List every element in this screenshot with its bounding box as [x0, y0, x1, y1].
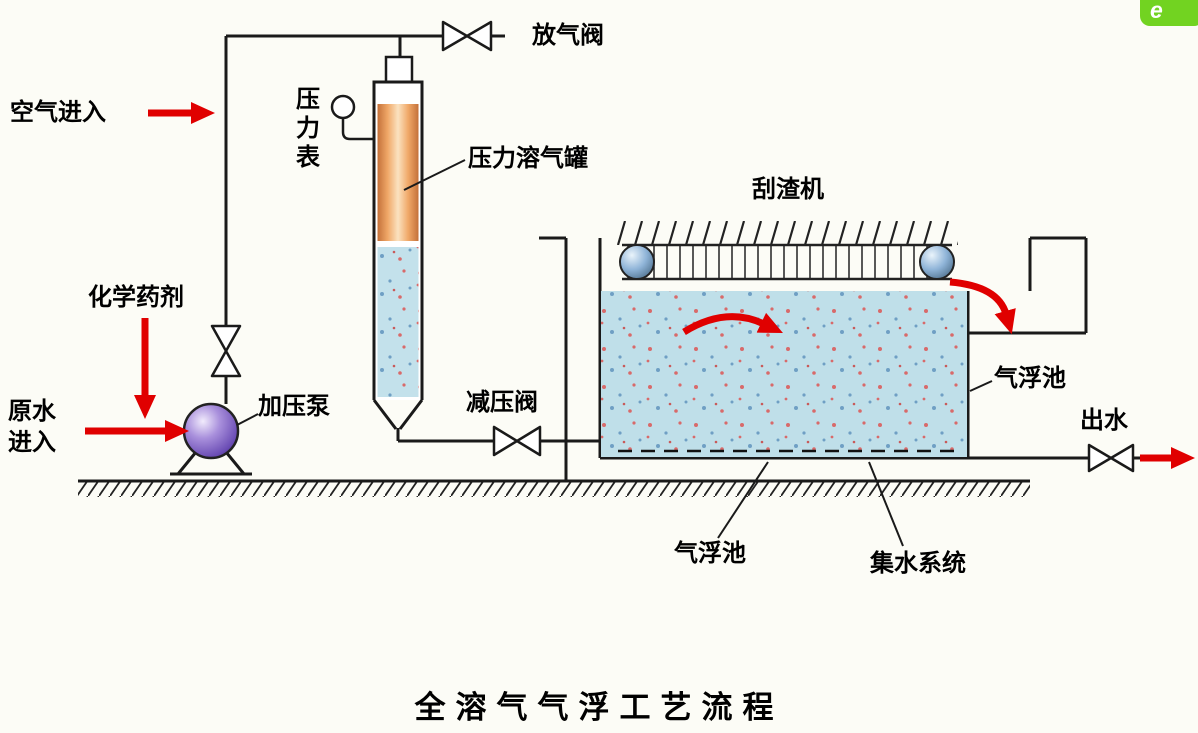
tank-flow-arrow	[682, 312, 783, 335]
corner-logo: e	[1140, 0, 1198, 26]
air-release-valve-icon	[441, 20, 493, 52]
leader-pump	[236, 413, 259, 426]
label-water-out: 出水	[1080, 407, 1128, 434]
scraper-mechanism	[614, 221, 958, 281]
logo-letter: e	[1150, 0, 1163, 23]
flotation-tank-water	[601, 291, 967, 457]
label-air-in: 空气进入	[10, 99, 106, 126]
pressure-gauge-graphic	[330, 94, 374, 141]
scraper-chain	[622, 246, 952, 279]
flow-arrows	[85, 102, 1195, 469]
label-flotation-tank-bottom: 气浮池	[674, 540, 746, 567]
scraper-wheel-right	[919, 244, 955, 280]
leader-pressure-tank	[403, 159, 466, 191]
diagram-title: 全溶气气浮工艺流程	[414, 690, 784, 725]
scraper-wheel-left	[619, 244, 655, 280]
label-air-release-valve: 放气阀	[532, 22, 604, 49]
label-scraper: 刮渣机	[752, 176, 824, 203]
leader-tank-bottom	[717, 461, 769, 539]
label-water-collection-system: 集水系统	[870, 550, 966, 577]
label-pressure-gauge: 压力表	[296, 86, 320, 171]
leader-tank-side	[969, 380, 993, 392]
label-flotation-tank-side: 气浮池	[994, 365, 1066, 392]
pressure-pump-graphic	[170, 402, 252, 476]
leader-collection	[868, 461, 904, 547]
label-chemical-agent: 化学药剂	[88, 284, 184, 311]
label-pressure-pump: 加压泵	[258, 393, 330, 420]
pressure-dissolved-air-tank-graphic	[372, 55, 424, 430]
dosing-valve-icon	[210, 324, 242, 378]
piping	[224, 34, 1140, 481]
label-pressure-reducing-valve: 减压阀	[466, 389, 538, 416]
pressure-reducing-valve-icon	[492, 425, 542, 457]
outlet-valve-icon	[1087, 443, 1135, 473]
overflow-arrow	[949, 278, 1016, 335]
label-raw-water-in: 原水进入	[8, 398, 56, 456]
scraper-spikes	[614, 221, 958, 245]
ground-hatching	[78, 479, 1030, 497]
label-pressure-tank: 压力溶气罐	[468, 145, 588, 172]
leader-lines	[236, 159, 993, 547]
